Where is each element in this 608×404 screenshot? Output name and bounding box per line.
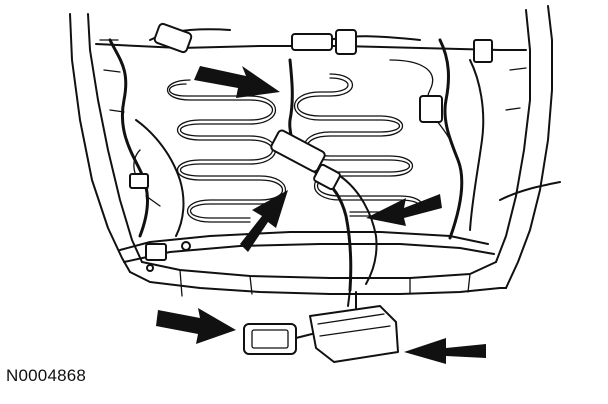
frame-connectors (129, 22, 493, 272)
module-connector (309, 289, 399, 363)
arrow-upper-left (194, 66, 280, 98)
figure-id-label: N0004868 (6, 366, 87, 385)
seat-springs (167, 59, 451, 223)
callout-arrows (156, 66, 486, 364)
harness-clip (270, 129, 341, 191)
arrow-right (366, 194, 442, 226)
arrow-lower-right (404, 338, 486, 364)
seat-frame (69, 5, 553, 297)
arrow-center (240, 190, 288, 252)
arrow-lower-left (156, 308, 236, 344)
lower-connector-plug (243, 323, 313, 355)
